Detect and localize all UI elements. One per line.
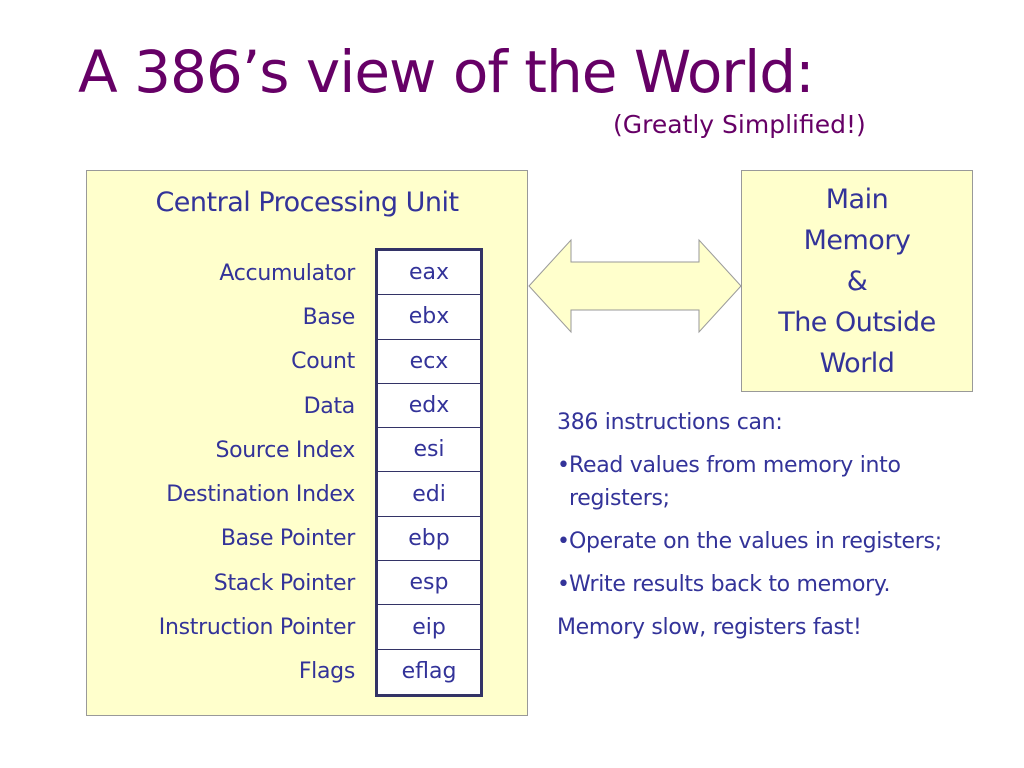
register-table: eax ebx ecx edx esi edi ebp esp eip efla… bbox=[375, 248, 483, 697]
notes-footer: Memory slow, registers fast! bbox=[557, 615, 862, 640]
slide-title: A 386’s view of the World: bbox=[78, 38, 815, 106]
list-item: • Read values from memory into registers… bbox=[557, 449, 997, 515]
register-cell: edi bbox=[378, 472, 480, 517]
double-arrow-shape bbox=[528, 238, 742, 334]
register-cell: ecx bbox=[378, 339, 480, 384]
register-label: Count bbox=[291, 349, 355, 375]
register-label: Base bbox=[302, 304, 356, 330]
slide-subtitle: (Greatly Simplified!) bbox=[613, 110, 866, 139]
notes-heading: 386 instructions can: bbox=[557, 410, 783, 435]
register-cell: esi bbox=[378, 428, 480, 473]
bullet-icon: • bbox=[557, 572, 570, 597]
bullet-text: Read values from memory into registers; bbox=[569, 453, 901, 511]
memory-label-line: Main bbox=[825, 183, 889, 215]
register-cell: ebp bbox=[378, 516, 480, 562]
memory-label-line: The Outside bbox=[778, 306, 936, 338]
register-label: Data bbox=[303, 393, 356, 419]
list-item: • Write results back to memory. bbox=[557, 568, 997, 601]
notes-panel: 386 instructions can: • Read values from… bbox=[557, 406, 997, 644]
register-label: Base Pointer bbox=[220, 526, 355, 552]
register-labels: Accumulator Base Count Data Source Index… bbox=[158, 251, 356, 694]
double-arrow-icon bbox=[528, 238, 742, 334]
register-label: Stack Pointer bbox=[213, 570, 356, 596]
memory-label-line: Memory bbox=[803, 224, 911, 256]
register-cell: esp bbox=[378, 561, 480, 606]
register-label: Source Index bbox=[215, 437, 355, 463]
list-item: • Operate on the values in registers; bbox=[557, 525, 997, 558]
register-cell: eip bbox=[378, 605, 480, 650]
cpu-box: Central Processing Unit Accumulator Base… bbox=[86, 170, 528, 716]
cpu-title: Central Processing Unit bbox=[155, 187, 459, 218]
register-label: Instruction Pointer bbox=[158, 615, 356, 641]
register-label: Destination Index bbox=[166, 482, 355, 508]
bullet-icon: • bbox=[557, 453, 570, 478]
bullet-icon: • bbox=[557, 529, 570, 554]
memory-label-line: & bbox=[846, 265, 868, 297]
register-label: Accumulator bbox=[219, 260, 355, 286]
register-cell: edx bbox=[378, 383, 480, 429]
register-cell: eax bbox=[378, 251, 480, 296]
register-cell: eflag bbox=[378, 649, 480, 694]
memory-box: Main Memory & The Outside World bbox=[741, 170, 973, 392]
register-label: Flags bbox=[298, 659, 355, 685]
bullet-text: Write results back to memory. bbox=[569, 572, 891, 597]
bullet-text: Operate on the values in registers; bbox=[569, 529, 942, 554]
register-cell: ebx bbox=[378, 295, 480, 340]
memory-label-line: World bbox=[819, 347, 895, 379]
